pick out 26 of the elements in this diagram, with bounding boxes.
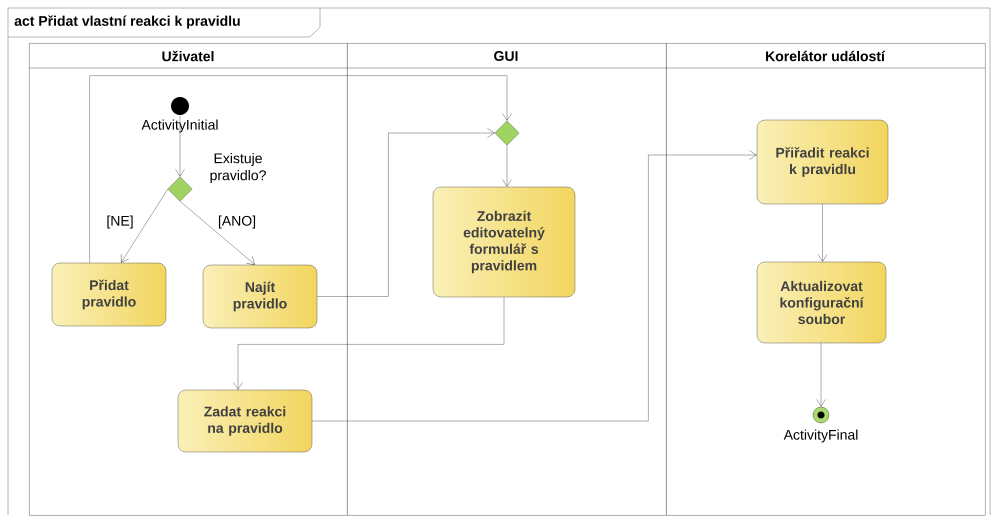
action-box: Přiřadit reakci k pravidlu	[756, 120, 888, 204]
decision-diamond	[494, 120, 520, 146]
node-caption: ActivityFinal	[784, 429, 858, 443]
arrow	[233, 297, 504, 390]
action-box: Aktualizovat konfigurační soubor	[756, 262, 886, 344]
arrow	[175, 115, 185, 177]
arrow	[120, 188, 168, 263]
node-caption: Existuje pravidlo?	[210, 152, 266, 184]
decision-diamond	[168, 176, 192, 202]
edge-label: [ANO]	[216, 214, 258, 230]
action-box: Zobrazit editovatelný formulář s pravidlem	[432, 186, 576, 298]
action-box: Najít pravidlo	[202, 264, 318, 328]
arrow	[818, 204, 828, 262]
arrow	[317, 128, 495, 297]
arrow	[180, 201, 255, 265]
action-box: Přidat pravidlo	[52, 262, 166, 326]
arrow	[502, 145, 512, 187]
arrow	[816, 343, 826, 407]
node-caption: ActivityInitial	[142, 119, 218, 133]
edge-label: [NE]	[105, 214, 135, 230]
arrow	[312, 150, 757, 422]
action-box: Zadat reakci na pravidlo	[178, 390, 312, 452]
initial-node	[171, 97, 189, 115]
arrow	[90, 76, 512, 263]
frame-title: act Přidat vlastní reakci k pravidlu	[14, 15, 240, 29]
final-node	[812, 406, 830, 424]
